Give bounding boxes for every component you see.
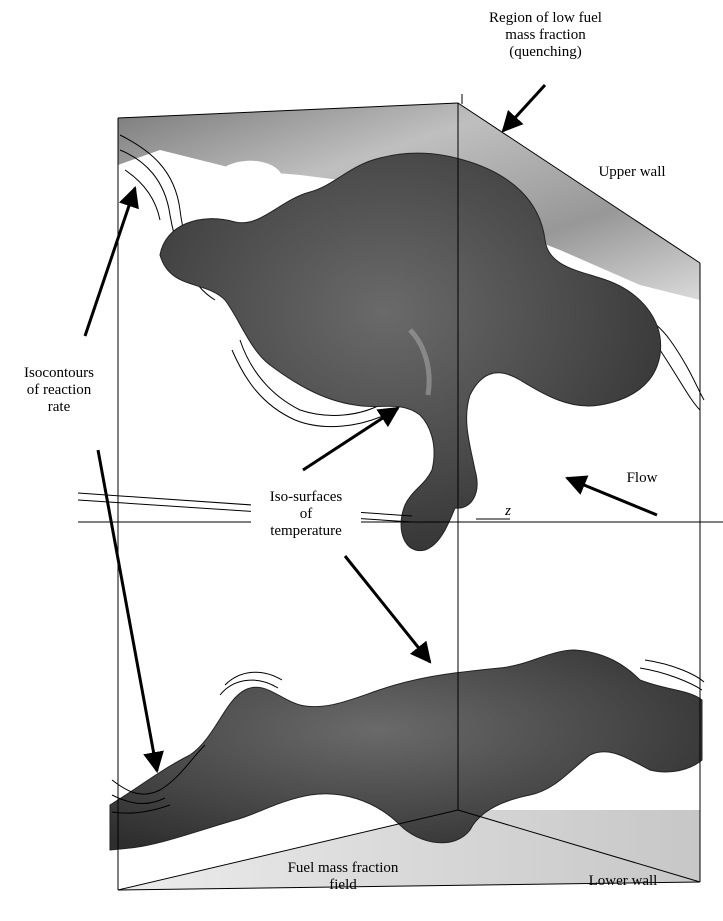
label-z-axis: z (498, 503, 518, 520)
label-upper-wall: Upper wall (582, 164, 682, 181)
label-region-low-fuel: Region of low fuel mass fraction (quench… (463, 10, 628, 61)
label-flow: Flow (612, 470, 672, 487)
arrow-isocontour-upper (85, 188, 135, 336)
label-isocontours: Isocontours of reaction rate (6, 365, 112, 416)
arrow-quenching (503, 85, 545, 131)
label-iso-surfaces: Iso-surfaces of temperature (251, 489, 361, 540)
axis-lines (78, 493, 723, 522)
label-fuel-mass-fraction: Fuel mass fraction field (258, 860, 428, 894)
arrow-iso-surface-upper (303, 408, 398, 470)
arrow-iso-surface-lower (345, 556, 430, 662)
label-lower-wall: Lower wall (568, 873, 678, 890)
